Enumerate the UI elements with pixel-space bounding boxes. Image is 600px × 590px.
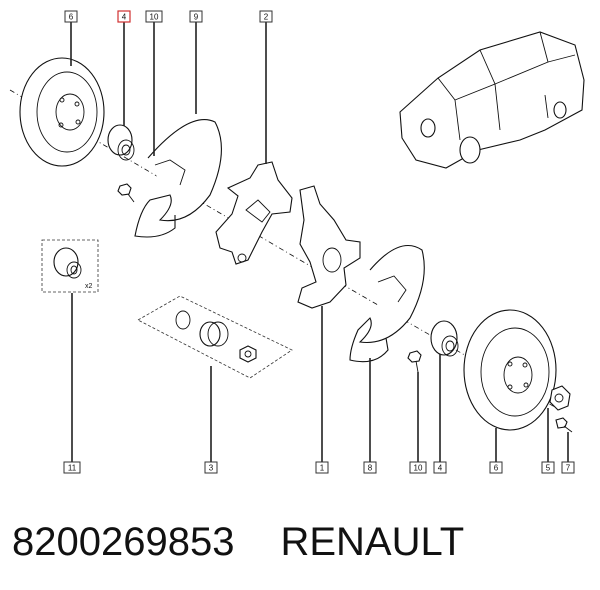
callout-top-2: 2	[259, 10, 273, 23]
svg-text:5: 5	[546, 464, 551, 473]
callout-bottom-3: 3	[204, 461, 218, 474]
callout-bottom-5: 5	[541, 461, 555, 474]
svg-text:4: 4	[438, 464, 443, 473]
svg-text:6: 6	[494, 464, 499, 473]
svg-text:6: 6	[69, 13, 74, 22]
vehicle-illustration	[399, 31, 585, 169]
svg-text:4: 4	[122, 13, 127, 22]
callout-bottom-8: 8	[363, 461, 377, 474]
svg-text:10: 10	[414, 464, 423, 473]
svg-text:7: 7	[566, 464, 571, 473]
stub-axle-carrier-left	[215, 161, 293, 265]
wheel-hub-left	[107, 124, 135, 161]
hub-nut	[549, 385, 571, 411]
svg-text:2: 2	[264, 13, 269, 22]
exploded-parts-diagram: x2 6 4	[9, 10, 585, 474]
dust-shield-left	[134, 119, 222, 238]
brand-name: RENAULT	[280, 520, 465, 564]
bearing-kit-group: x2	[41, 239, 99, 293]
quantity-label: x2	[85, 283, 93, 290]
bolt-left	[117, 183, 135, 203]
callout-bottom-1: 1	[315, 461, 329, 474]
brake-disc-left	[19, 57, 105, 167]
svg-text:3: 3	[209, 464, 214, 473]
steering-knuckle-right	[297, 185, 361, 309]
svg-text:8: 8	[368, 464, 373, 473]
bolt-right	[407, 350, 422, 373]
part-number: 8200269853	[12, 520, 235, 564]
callout-top-4-highlighted: 4	[117, 10, 131, 23]
wheel-hub-right	[430, 320, 459, 357]
screw	[555, 417, 573, 433]
callout-bottom-6: 6	[489, 461, 503, 474]
svg-text:11: 11	[68, 464, 77, 473]
callout-top-10: 10	[145, 10, 163, 23]
brake-disc-right	[463, 309, 557, 431]
callout-bottom-4: 4	[433, 461, 447, 474]
callout-bottom-11: 11	[63, 461, 81, 474]
svg-text:1: 1	[320, 464, 325, 473]
svg-text:9: 9	[194, 13, 199, 22]
callout-top-6: 6	[64, 10, 78, 23]
bearing-parts-group	[137, 295, 293, 379]
callout-bottom-7: 7	[561, 461, 575, 474]
callout-bottom-10: 10	[409, 461, 427, 474]
footer-caption: 8200269853 RENAULT	[12, 514, 592, 570]
svg-text:10: 10	[150, 13, 159, 22]
callout-top-9: 9	[189, 10, 203, 23]
dust-shield-right	[349, 245, 425, 363]
